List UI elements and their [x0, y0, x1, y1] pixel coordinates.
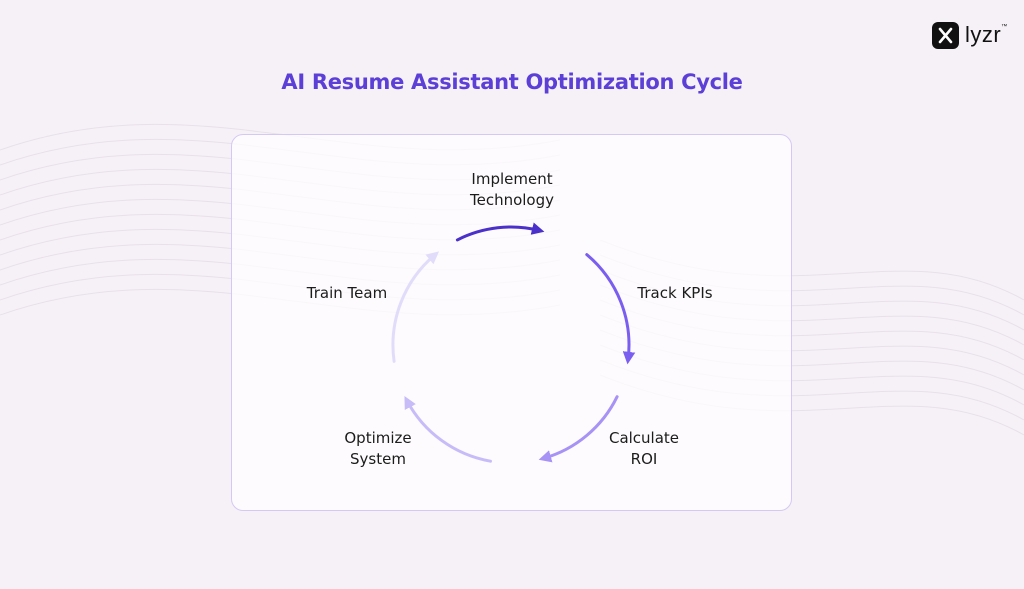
step-label-line2: System [350, 450, 406, 468]
step-label-line1: Track KPIs [637, 284, 713, 302]
arrow-optimize-to-train [404, 395, 492, 463]
step-implement-technology: Implement Technology [441, 169, 583, 211]
brand-name: lyzr™ [965, 22, 1008, 47]
step-label-line2: ROI [630, 450, 658, 468]
brand-logo[interactable]: lyzr™ [932, 21, 1008, 49]
step-calculate-roi: Calculate ROI [594, 428, 694, 470]
arrow-calculate-to-optimize [538, 395, 619, 463]
step-optimize-system: Optimize System [328, 428, 428, 470]
step-label-line2: Technology [469, 191, 555, 209]
cycle-arrows [391, 222, 636, 463]
arrow-implement-to-track [455, 222, 545, 242]
step-label-line1: Calculate [608, 429, 680, 447]
arrow-track-to-calculate [585, 253, 636, 365]
step-train-team: Train Team [292, 283, 402, 304]
arrow-train-to-implement [391, 251, 440, 363]
step-track-kpis: Track KPIs [620, 283, 730, 304]
lyzr-logo-icon [932, 21, 959, 49]
step-label-line1: Implement [471, 170, 553, 188]
step-label-line1: Train Team [306, 284, 388, 302]
step-label-line1: Optimize [344, 429, 412, 447]
page-title: AI Resume Assistant Optimization Cycle [281, 70, 743, 94]
diagram-panel [231, 134, 792, 511]
